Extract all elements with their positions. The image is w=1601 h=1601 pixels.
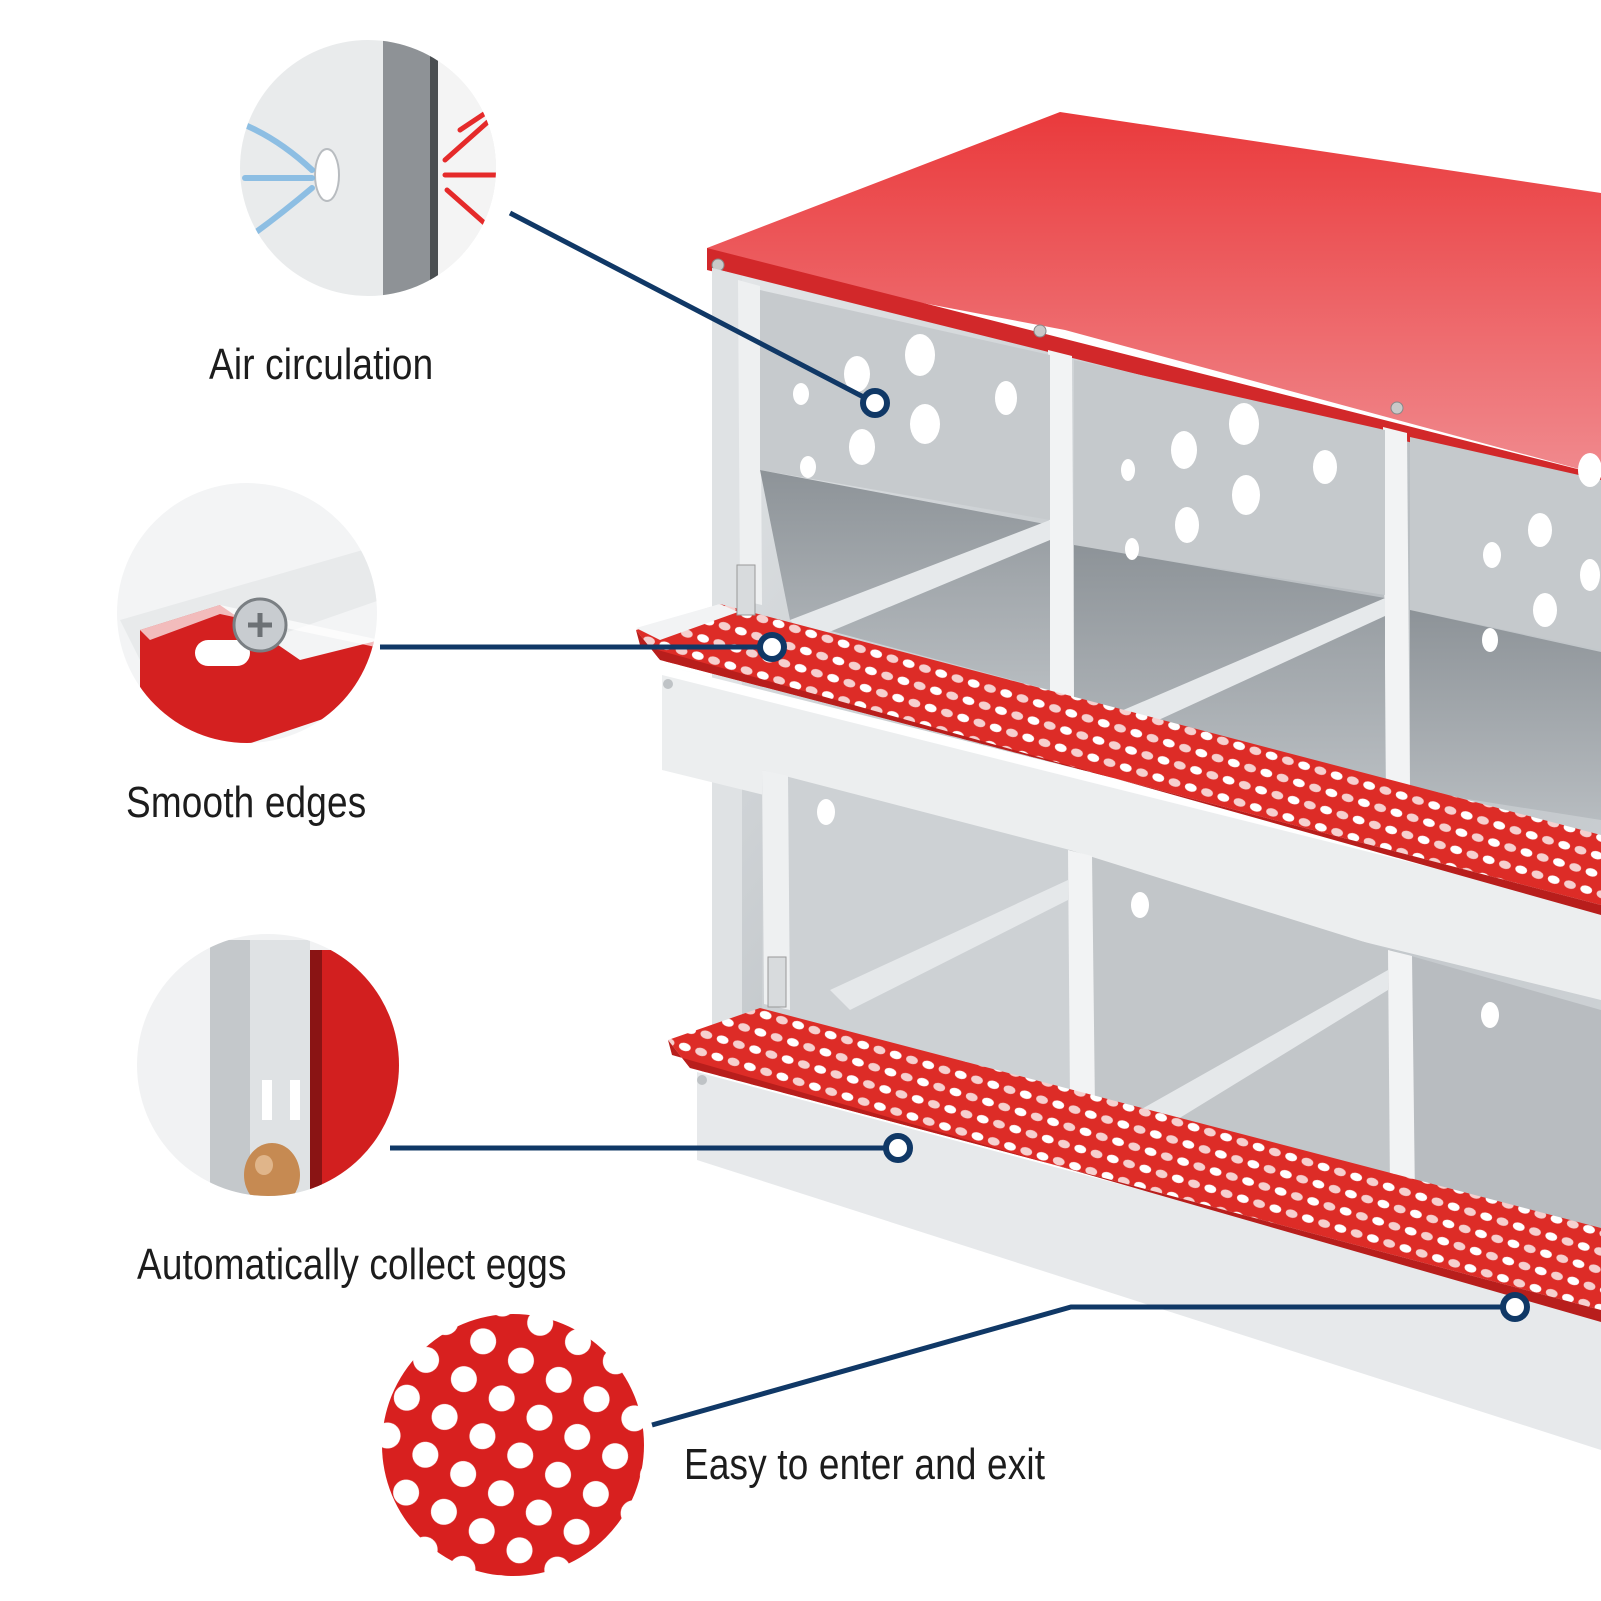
zoom-collect-eggs-icon [137,934,399,1196]
zoom-air-circulation-icon [240,40,496,296]
callout-lines [380,210,1515,1428]
air-circulation-label: Air circulation [209,340,434,389]
easy-enter-label: Easy to enter and exit [684,1440,1046,1489]
collect-eggs-label: Automatically collect eggs [137,1240,567,1289]
nesting-box [636,112,1601,1450]
zoom-smooth-edges-icon [117,483,377,743]
ventilation-holes [793,334,1601,652]
callout-markers [757,388,1530,1322]
zoom-perch-holes-icon [382,1314,644,1576]
smooth-edges-label: Smooth edges [126,778,367,827]
